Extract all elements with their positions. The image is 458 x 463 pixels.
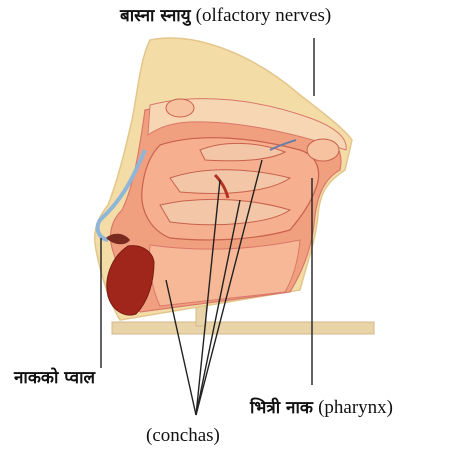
- pharynx-native-text: भित्री नाक: [250, 398, 313, 418]
- olfactory-native-text: बास्ना स्नायु: [120, 6, 191, 26]
- pharynx-english-text: (pharynx): [318, 397, 393, 418]
- pharynx-label: भित्री नाक (pharynx): [250, 398, 393, 417]
- frontal-sinus: [166, 99, 194, 117]
- conchas-label: (conchas): [146, 426, 220, 445]
- stand-base: [112, 322, 374, 334]
- nostril-label: नाकको प्वाल: [14, 370, 95, 387]
- sphenoid-sinus: [307, 139, 339, 161]
- olfactory-english-text: (olfactory nerves): [196, 5, 332, 26]
- conchas-english-text: (conchas): [146, 425, 220, 446]
- olfactory-label: बास्ना स्नायु (olfactory nerves): [120, 6, 331, 25]
- nostril-native-text: नाकको प्वाल: [14, 368, 95, 388]
